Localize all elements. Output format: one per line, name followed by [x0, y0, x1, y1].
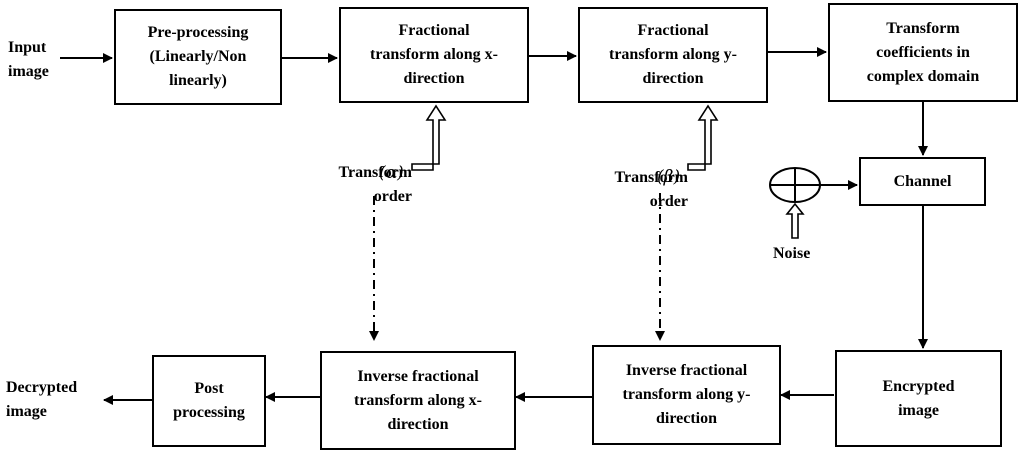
channel-block: Channel — [859, 157, 986, 206]
inverse-x-label: Inverse fractional transform along x- di… — [354, 367, 482, 433]
inverse-y-block: Inverse fractional transform along y- di… — [592, 345, 781, 445]
post-processing-block: Post processing — [152, 355, 266, 447]
encrypted-image-block: Encrypted image — [835, 350, 1002, 447]
preprocessing-label: Pre-processing (Linearly/Non linearly) — [147, 24, 249, 89]
fractional-y-label: Fractional transform along y- direction — [609, 22, 737, 87]
decrypted-image-label: Decrypted image — [6, 379, 78, 420]
hollow-arrow-alpha — [411, 104, 447, 171]
inverse-x-block: Inverse fractional transform along x- di… — [320, 351, 516, 450]
hollow-arrow-noise — [785, 202, 805, 239]
alpha-symbol: (α) — [379, 163, 404, 183]
transform-order-alpha-label: Transform order — [338, 164, 412, 205]
fractional-y-block: Fractional transform along y- direction — [578, 7, 768, 103]
beta-symbol: (β) — [657, 167, 681, 187]
noise-label: Noise — [773, 245, 811, 262]
encrypted-image-label: Encrypted image — [882, 377, 955, 419]
preprocessing-block: Pre-processing (Linearly/Non linearly) — [114, 9, 282, 105]
coefficients-block: Transform coefficients in complex domain — [828, 3, 1018, 102]
inverse-y-label: Inverse fractional transform along y- di… — [622, 362, 751, 427]
transform-order-beta-label: Transform order — [614, 169, 688, 210]
fractional-x-label: Fractional transform along x- direction — [370, 22, 498, 87]
input-image-label: Input image — [8, 39, 49, 80]
hollow-arrow-beta — [687, 104, 719, 171]
fractional-x-block: Fractional transform along x- direction — [339, 7, 529, 103]
post-processing-label: Post processing — [173, 380, 245, 421]
channel-label: Channel — [893, 172, 952, 190]
coefficients-label: Transform coefficients in complex domain — [866, 19, 980, 85]
